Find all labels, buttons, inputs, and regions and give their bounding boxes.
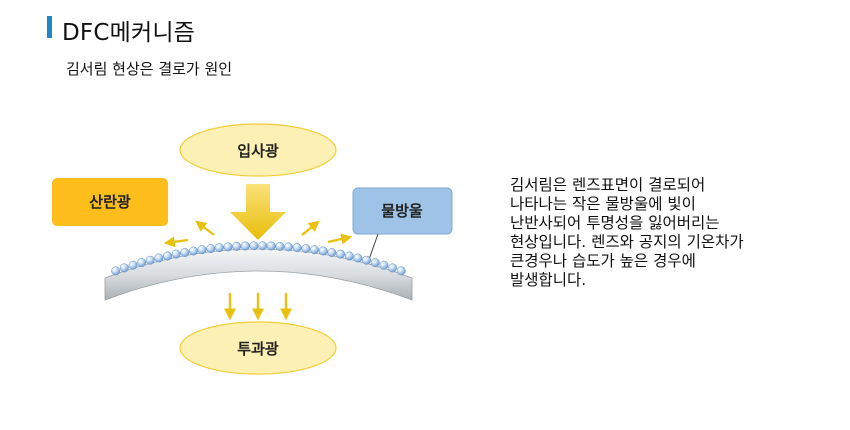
water-droplet xyxy=(223,242,233,252)
water-droplet xyxy=(240,241,250,251)
water-droplet xyxy=(111,266,121,276)
description-line: 나타나는 작은 물방울에 빛이 xyxy=(510,195,696,213)
description-line: 발생합니다. xyxy=(510,271,587,289)
water-droplet-box: 물방울 xyxy=(352,187,453,235)
scatter-arrow xyxy=(301,220,320,236)
water-droplet xyxy=(119,263,129,273)
water-droplet xyxy=(163,251,172,261)
water-droplet xyxy=(206,244,216,254)
water-droplet xyxy=(232,241,242,251)
transmitted-arrows xyxy=(224,293,292,321)
water-droplet xyxy=(188,246,198,256)
water-droplet xyxy=(310,245,319,255)
water-droplet xyxy=(318,246,328,256)
description-line: 난반사되어 투명성을 잃어버리는 xyxy=(510,214,720,232)
water-droplet xyxy=(128,260,138,270)
scattered-light-label: 산란광 xyxy=(89,193,131,211)
water-droplet xyxy=(266,241,276,251)
water-droplet xyxy=(336,249,345,259)
water-droplet xyxy=(379,260,389,270)
page-title: DFC메커니즘 xyxy=(62,20,196,46)
scattered-light: 산란광 xyxy=(52,178,168,226)
water-droplet xyxy=(292,243,302,253)
transmitted-light: 투과광 xyxy=(179,321,337,375)
lens xyxy=(104,248,413,301)
water-droplet xyxy=(388,263,397,273)
water-droplet xyxy=(362,255,371,265)
water-droplet xyxy=(137,258,147,268)
water-droplet xyxy=(154,253,164,263)
water-droplet xyxy=(301,244,311,254)
transmitted-light-label: 투과광 xyxy=(237,340,279,358)
scatter-arrow xyxy=(195,220,215,236)
water-droplet xyxy=(344,251,354,261)
droplet-layer xyxy=(111,241,406,276)
scatter-arrow xyxy=(163,236,189,248)
scatter-arrows xyxy=(163,220,353,248)
scatter-arrow xyxy=(327,233,353,245)
title-accent-bar xyxy=(47,16,52,38)
water-droplet xyxy=(370,258,380,268)
incident-light-label: 입사광 xyxy=(237,142,279,160)
water-droplet xyxy=(284,242,293,252)
description-line: 큰경우나 습도가 높은 경우에 xyxy=(510,252,696,270)
water-droplet-label: 물방울 xyxy=(381,202,423,220)
water-droplet xyxy=(145,255,155,265)
water-droplet xyxy=(327,248,337,257)
incident-arrow xyxy=(230,184,286,240)
incident-light: 입사광 xyxy=(179,123,337,177)
description-text: 김서림은 렌즈표면이 결로되어 나타나는 작은 물방울에 빛이 난반사되어 투명… xyxy=(510,176,810,290)
water-droplet xyxy=(396,266,406,276)
water-droplet xyxy=(249,241,259,251)
water-droplet xyxy=(353,253,363,263)
water-droplet xyxy=(214,243,224,253)
water-droplet xyxy=(180,248,190,257)
description-line: 김서림은 렌즈표면이 결로되어 xyxy=(510,176,706,194)
water-droplet xyxy=(275,241,285,251)
page-subtitle: 김서림 현상은 결로가 원인 xyxy=(66,60,233,78)
description-line: 현상입니다. 렌즈와 공지의 기온차가 xyxy=(510,233,744,251)
water-droplet xyxy=(171,249,181,259)
water-droplet xyxy=(258,241,268,251)
water-droplet xyxy=(197,245,207,255)
